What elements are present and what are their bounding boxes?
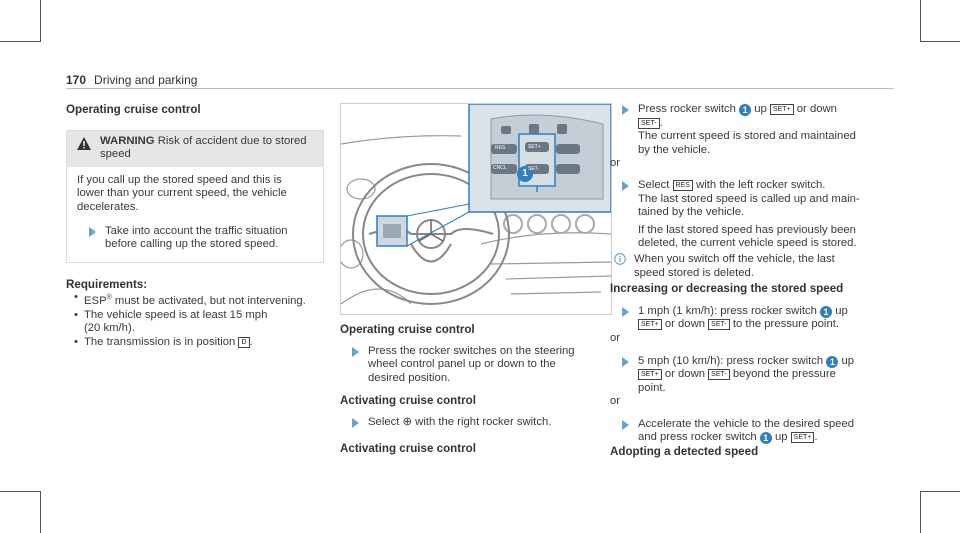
set-plus-symbol: SET+ bbox=[638, 319, 662, 331]
section-title: Driving and parking bbox=[94, 73, 198, 87]
warning-text: decelerates. bbox=[77, 200, 139, 213]
requirement-item: The vehicle speed is at least 15 mph (20… bbox=[66, 309, 324, 336]
section-heading: Activating cruise control bbox=[340, 441, 476, 455]
warning-text: lower than your current speed, the vehic… bbox=[77, 187, 287, 200]
section-heading: Adopting a detected speed bbox=[610, 445, 759, 459]
requirement-item: ESP® must be activated, but not interven… bbox=[66, 291, 324, 308]
instruction-step: Accelerate the vehicle to the desired sp… bbox=[610, 418, 880, 445]
warning-body: If you call up the stored speed and this… bbox=[67, 167, 323, 262]
crop-mark bbox=[0, 491, 40, 492]
warning-step: Take into account the traffic situation … bbox=[77, 225, 313, 252]
crop-mark bbox=[40, 491, 41, 533]
callout-number: 1 bbox=[820, 305, 833, 318]
gear-d-symbol: D bbox=[238, 336, 250, 348]
step-arrow-icon bbox=[622, 306, 629, 317]
crop-mark bbox=[0, 41, 40, 42]
callout-number: 1 bbox=[739, 104, 752, 116]
info-note: When you switch off the vehicle, the las… bbox=[610, 253, 880, 280]
or-text: or bbox=[610, 331, 621, 344]
header-rule bbox=[66, 88, 894, 89]
steering-wheel-illustration bbox=[341, 104, 611, 305]
set-plus-symbol: SET+ bbox=[769, 104, 794, 115]
step-arrow-icon bbox=[622, 180, 629, 191]
crop-mark bbox=[920, 491, 960, 492]
step-arrow-icon bbox=[352, 417, 359, 428]
section-heading: Activating cruise control bbox=[340, 394, 476, 408]
callout-number: 1 bbox=[759, 432, 772, 445]
crop-mark bbox=[920, 41, 960, 42]
or-text: or bbox=[610, 157, 621, 170]
crop-mark bbox=[920, 0, 921, 42]
warning-title-2: speed bbox=[100, 148, 131, 161]
set-minus-symbol: SET- bbox=[708, 319, 730, 331]
set-plus-symbol: SET+ bbox=[790, 432, 815, 444]
warning-label: WARNING bbox=[100, 134, 155, 147]
page-header: 170 Driving and parking bbox=[66, 73, 197, 87]
crop-mark bbox=[920, 491, 921, 533]
middle-column: Operating cruise control Press the rocke… bbox=[340, 323, 610, 455]
section-heading: Operating cruise control bbox=[340, 323, 475, 336]
section-heading: Increasing or decreasing the stored spee… bbox=[610, 282, 844, 296]
instruction-step: Select ⊕ with the right rocker switch. bbox=[340, 416, 610, 430]
warning-box: WARNING Risk of accident due to stored s… bbox=[66, 129, 324, 263]
res-symbol: RES bbox=[672, 179, 693, 191]
set-plus-symbol: SET+ bbox=[638, 369, 662, 381]
callout-number: 1 bbox=[826, 355, 839, 368]
warning-text: If you call up the stored speed and this… bbox=[77, 173, 282, 186]
warning-header: WARNING Risk of accident due to stored s… bbox=[67, 130, 323, 167]
instruction-step: Select RES with the left rocker switch. … bbox=[610, 179, 880, 251]
page-number: 170 bbox=[66, 73, 87, 87]
requirement-item: The transmission is in position D. bbox=[66, 336, 324, 350]
step-arrow-icon bbox=[622, 419, 629, 430]
crop-mark bbox=[40, 0, 41, 42]
step-arrow-icon bbox=[89, 226, 96, 237]
instruction-step: 5 mph (10 km/h): press rocker switch 1 u… bbox=[610, 355, 880, 396]
warning-title: Risk of accident due to stored bbox=[157, 134, 307, 147]
right-column: Press rocker switch 1 up SET+ or down SE… bbox=[610, 103, 880, 459]
step-arrow-icon bbox=[622, 105, 629, 115]
or-text: or bbox=[610, 395, 621, 408]
warning-triangle-icon bbox=[77, 136, 91, 150]
figure-marker: 1 bbox=[517, 162, 533, 182]
requirements-heading: Requirements: bbox=[66, 277, 148, 291]
set-minus-symbol: SET- bbox=[708, 369, 730, 381]
instruction-step: 1 mph (1 km/h): press rocker switch 1 up… bbox=[610, 305, 880, 332]
cruise-control-symbol: ⊕ bbox=[402, 415, 413, 428]
steering-wheel-figure: 1 RES SET+ SET- CNCL bbox=[340, 103, 612, 315]
info-icon bbox=[614, 253, 626, 265]
step-arrow-icon bbox=[622, 356, 629, 367]
section-heading: Operating cruise control bbox=[66, 103, 201, 116]
instruction-step: Press rocker switch 1 up SET+ or down SE… bbox=[610, 103, 880, 157]
set-minus-symbol: SET- bbox=[638, 117, 660, 129]
left-column: Operating cruise control WARNING Risk of… bbox=[66, 103, 324, 349]
instruction-step: Press the rocker switches on the steerin… bbox=[340, 345, 610, 386]
step-arrow-icon bbox=[352, 346, 359, 357]
